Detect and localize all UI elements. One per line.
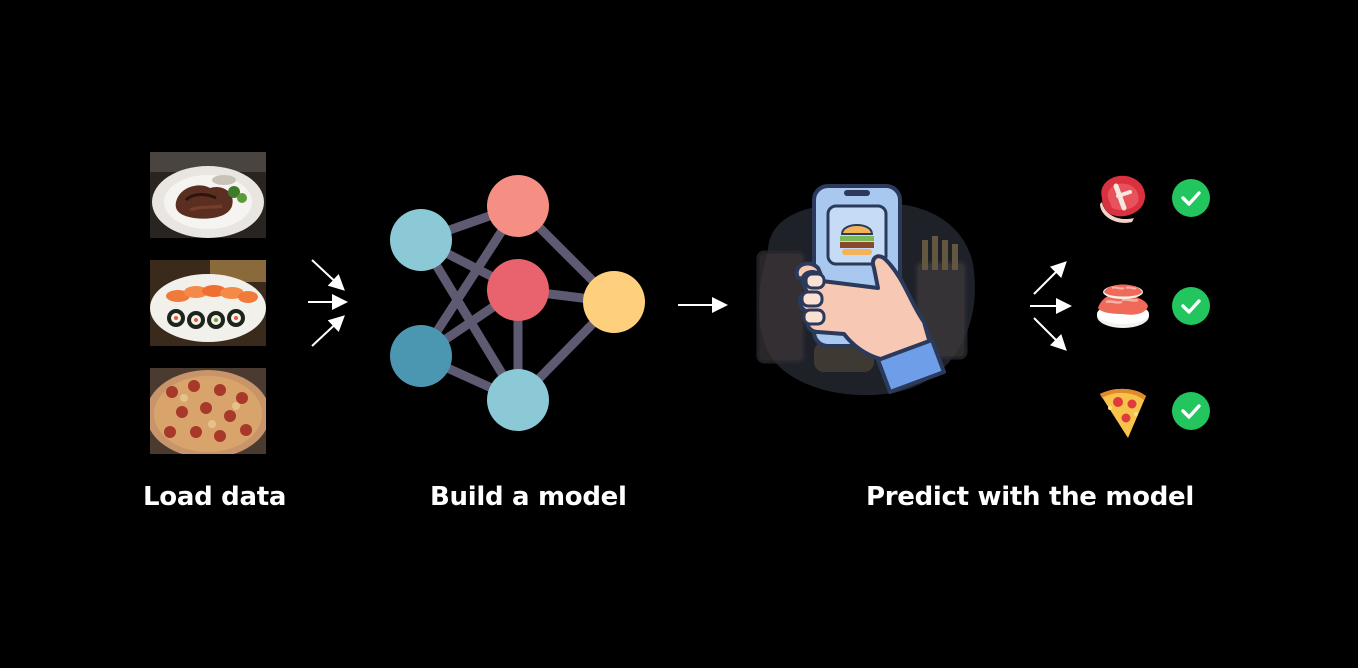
output-node [583, 271, 645, 333]
steak-icon [1100, 175, 1146, 223]
pizza-icon [1100, 388, 1146, 438]
sushi-icon [1097, 284, 1149, 328]
hidden-node-top [487, 175, 549, 237]
pizza-photo [150, 368, 266, 454]
hidden-node-bottom [487, 369, 549, 431]
hidden-node-middle [487, 259, 549, 321]
input-node-bottom [390, 325, 452, 387]
input-arrows [308, 259, 348, 347]
neural-network-icon [390, 175, 645, 431]
build-model-label: Build a model [430, 482, 627, 512]
predict-label: Predict with the model [866, 482, 1194, 512]
check-icon [1172, 287, 1210, 325]
steak-photo [150, 152, 266, 238]
phone-prediction-icon [756, 184, 975, 396]
output-arrows [1030, 261, 1072, 351]
input-node-top [390, 209, 452, 271]
load-data-label: Load data [143, 482, 287, 512]
check-icon [1172, 392, 1210, 430]
model-to-predict-arrow [678, 297, 728, 313]
check-icon [1172, 179, 1210, 217]
sushi-photo [150, 260, 266, 346]
